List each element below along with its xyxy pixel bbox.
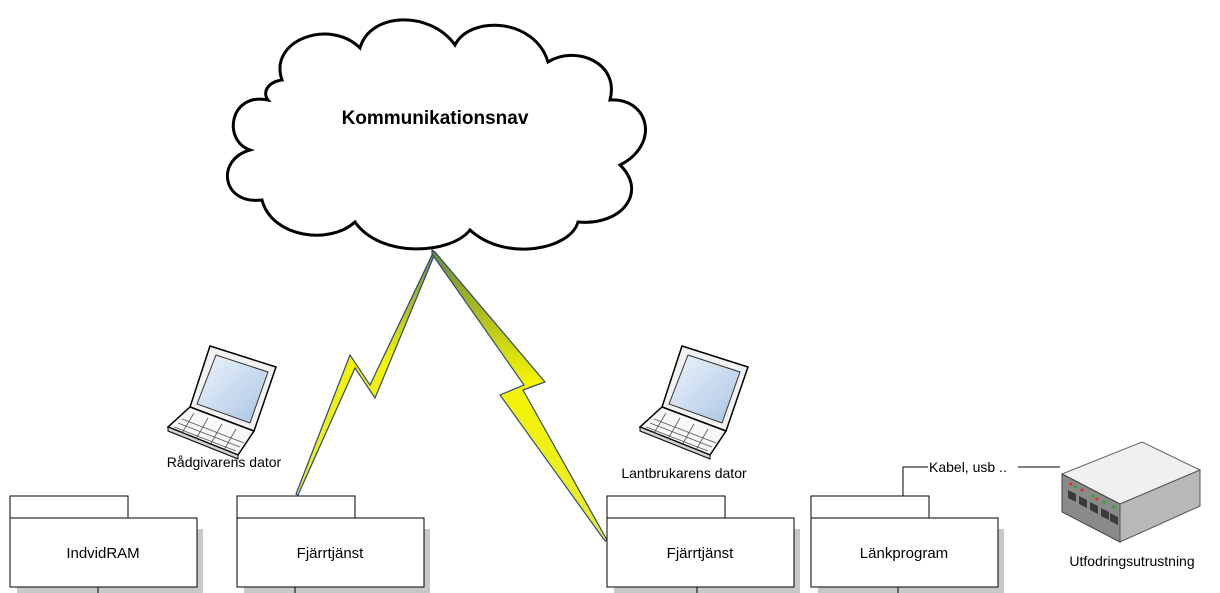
advisor-computer-label: Rådgivarens dator xyxy=(167,454,282,470)
package-label: Fjärrtjänst xyxy=(667,545,735,562)
device-label: Utfodringsutrustning xyxy=(1069,553,1194,569)
farmer-computer-label: Lantbrukarens dator xyxy=(621,465,747,481)
package-lankprogram: Länkprogram xyxy=(810,495,1004,593)
communication-hub-cloud: Kommunikationsnav xyxy=(225,18,647,251)
package-fjarrtjanst-left: Fjärrtjänst xyxy=(236,495,430,593)
package-indvidram: IndvidRAM xyxy=(9,495,203,593)
lightning-link-left xyxy=(295,249,435,496)
lightning-link-right xyxy=(431,248,608,542)
laptop-icon xyxy=(166,345,277,460)
network-switch-icon xyxy=(1060,441,1202,543)
package-label: Länkprogram xyxy=(860,545,948,562)
package-label: IndvidRAM xyxy=(66,545,139,562)
cable-connector: Kabel, usb .. xyxy=(902,459,1060,496)
package-label: Fjärrtjänst xyxy=(297,545,365,562)
cable-label: Kabel, usb .. xyxy=(929,459,1007,475)
laptop-icon xyxy=(638,345,749,460)
hub-label: Kommunikationsnav xyxy=(342,108,529,129)
package-fjarrtjanst-right: Fjärrtjänst xyxy=(606,495,800,593)
